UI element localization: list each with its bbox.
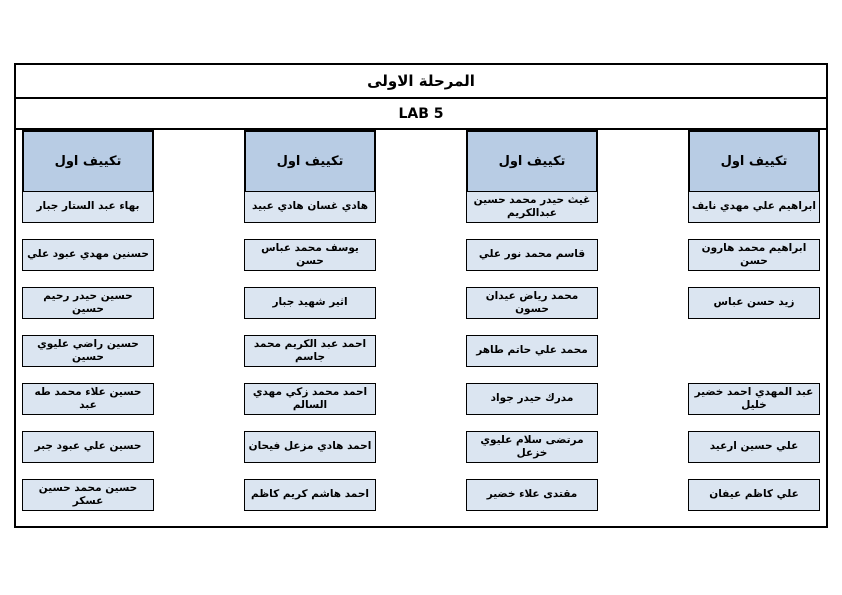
name-slot: قاسم محمد نور علي bbox=[466, 239, 598, 271]
student-column-2: تكييف اول غيث حيدر محمد حسين عبدالكريم ق… bbox=[466, 130, 598, 511]
student-name-box: هادي غسان هادي عبيد bbox=[244, 191, 376, 223]
student-name-box: حسنين مهدي عبود علي bbox=[22, 239, 154, 271]
name-slot: علي كاظم عيفان bbox=[688, 479, 820, 511]
name-slot: حسين حيدر رحيم حسين bbox=[22, 287, 154, 320]
student-name-box: محمد رياض عيدان حسون bbox=[466, 287, 598, 320]
student-column-3: تكييف اول هادي غسان هادي عبيد يوسف محمد … bbox=[244, 130, 376, 511]
lab-label: LAB 5 bbox=[16, 99, 826, 130]
student-name-box: علي كاظم عيفان bbox=[688, 479, 820, 511]
name-slot: حسين محمد حسين عسكر bbox=[22, 479, 154, 512]
student-name-box: مرتضى سلام عليوي خزعل bbox=[466, 431, 598, 464]
name-slot: يوسف محمد عباس حسن bbox=[244, 239, 376, 272]
student-name-box: يوسف محمد عباس حسن bbox=[244, 239, 376, 272]
student-name-box: حسين علاء محمد طه عبد bbox=[22, 383, 154, 416]
name-slot: احمد هاشم كريم كاظم bbox=[244, 479, 376, 511]
student-name-box: حسين راضي عليوي حسين bbox=[22, 335, 154, 368]
student-name-box: بهاء عبد الستار جبار bbox=[22, 191, 154, 223]
student-name-box: حسين علي عبود جبر bbox=[22, 431, 154, 463]
student-name-box: احمد محمد زكي مهدي السالم bbox=[244, 383, 376, 416]
columns-area: تكييف اول ابراهيم علي مهدي نايف ابراهيم … bbox=[16, 130, 826, 512]
student-name-box: حسين حيدر رحيم حسين bbox=[22, 287, 154, 320]
student-name-box: مدرك حيدر جواد bbox=[466, 383, 598, 415]
name-slot: علي حسين ارعيد bbox=[688, 431, 820, 463]
student-name-box: حسين محمد حسين عسكر bbox=[22, 479, 154, 512]
name-slot: زيد حسن عباس bbox=[688, 287, 820, 319]
student-name-box: قاسم محمد نور علي bbox=[466, 239, 598, 271]
student-name-box: ابراهيم علي مهدي نايف bbox=[688, 191, 820, 223]
student-name-box: زيد حسن عباس bbox=[688, 287, 820, 319]
name-slot: ابراهيم محمد هارون حسن bbox=[688, 239, 820, 272]
student-name-box: عبد المهدي احمد خضير خليل bbox=[688, 383, 820, 416]
student-name-box: احمد هاشم كريم كاظم bbox=[244, 479, 376, 511]
name-slot: احمد عبد الكريم محمد جاسم bbox=[244, 335, 376, 368]
student-name-box: اثير شهيد جبار bbox=[244, 287, 376, 319]
student-name-box: محمد علي حاتم طاهر bbox=[466, 335, 598, 367]
student-name-box: علي حسين ارعيد bbox=[688, 431, 820, 463]
section-header: تكييف اول bbox=[244, 130, 376, 193]
student-name-box: ابراهيم محمد هارون حسن bbox=[688, 239, 820, 272]
name-slot: حسين راضي عليوي حسين bbox=[22, 335, 154, 368]
name-slot: بهاء عبد الستار جبار bbox=[22, 191, 154, 223]
name-slot: اثير شهيد جبار bbox=[244, 287, 376, 319]
student-name-box: غيث حيدر محمد حسين عبدالكريم bbox=[466, 191, 598, 224]
name-slot: مقتدى علاء خضير bbox=[466, 479, 598, 511]
student-name-box: مقتدى علاء خضير bbox=[466, 479, 598, 511]
name-slot: حسنين مهدي عبود علي bbox=[22, 239, 154, 271]
name-slot: مدرك حيدر جواد bbox=[466, 383, 598, 415]
name-slot: غيث حيدر محمد حسين عبدالكريم bbox=[466, 191, 598, 224]
stage-title: المرحلة الاولى bbox=[16, 65, 826, 99]
section-header: تكييف اول bbox=[466, 130, 598, 193]
name-slot: عبد المهدي احمد خضير خليل bbox=[688, 383, 820, 416]
student-name-box: احمد عبد الكريم محمد جاسم bbox=[244, 335, 376, 368]
name-slot: احمد هادي مزعل فيحان bbox=[244, 431, 376, 463]
name-slot: محمد رياض عيدان حسون bbox=[466, 287, 598, 320]
schedule-table: المرحلة الاولى LAB 5 تكييف اول ابراهيم ع… bbox=[14, 63, 828, 528]
name-slot: مرتضى سلام عليوي خزعل bbox=[466, 431, 598, 464]
student-column-1: تكييف اول ابراهيم علي مهدي نايف ابراهيم … bbox=[688, 130, 820, 511]
name-slot: حسين علاء محمد طه عبد bbox=[22, 383, 154, 416]
name-slot: ابراهيم علي مهدي نايف bbox=[688, 191, 820, 223]
name-slot: هادي غسان هادي عبيد bbox=[244, 191, 376, 223]
student-name-box: احمد هادي مزعل فيحان bbox=[244, 431, 376, 463]
name-slot: حسين علي عبود جبر bbox=[22, 431, 154, 463]
empty-slot bbox=[688, 335, 820, 367]
section-header: تكييف اول bbox=[22, 130, 154, 193]
student-column-4: تكييف اول بهاء عبد الستار جبار حسنين مهد… bbox=[22, 130, 154, 512]
section-header: تكييف اول bbox=[688, 130, 820, 193]
name-slot: محمد علي حاتم طاهر bbox=[466, 335, 598, 367]
name-slot: احمد محمد زكي مهدي السالم bbox=[244, 383, 376, 416]
